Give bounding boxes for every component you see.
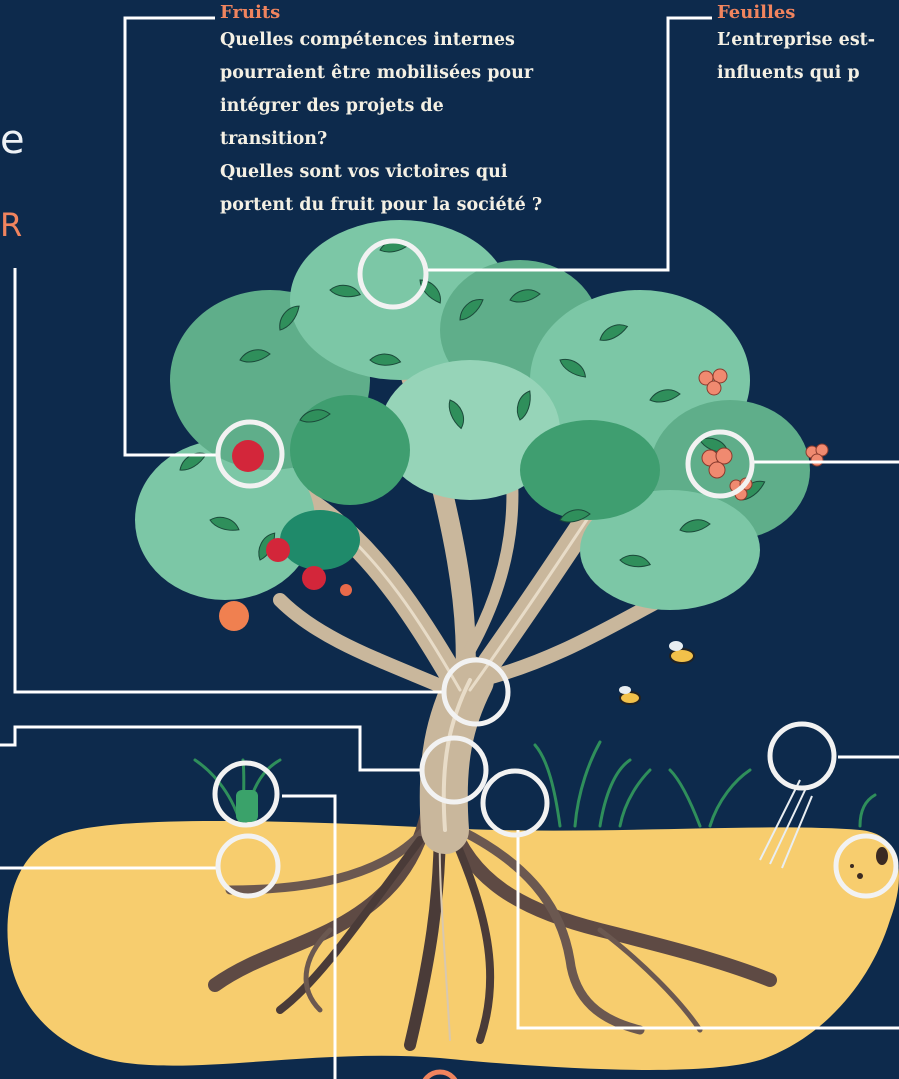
- circle-trunk: [441, 657, 511, 727]
- circle-flowers: [685, 429, 755, 499]
- roots: [208, 793, 777, 1051]
- circle-bark: [419, 735, 489, 805]
- callout-fruits: Fruits Quelles compétences internes pour…: [220, 2, 660, 222]
- callout-fruits-line: Quelles compétences internes: [220, 30, 515, 50]
- callout-fruits-line: pourraient être mobilisées pour: [220, 63, 534, 83]
- callout-fruits-line: portent du fruit pour la société ?: [220, 195, 543, 215]
- circle-roots: [215, 833, 281, 899]
- rain-icon: [759, 779, 813, 869]
- callout-fruits-line: Quelles sont vos victoires qui: [220, 162, 508, 182]
- connector-trunk-low: [0, 725, 420, 772]
- callout-feuilles-line: influents qui p: [717, 63, 860, 83]
- connector-root-right: [516, 830, 899, 1030]
- circle-seed: [833, 833, 899, 899]
- callout-feuilles-line: L’entreprise est-: [717, 30, 876, 50]
- circle-root-collar: [480, 768, 550, 838]
- callout-fruits-title: Fruits: [220, 2, 281, 23]
- apple-icon: [219, 440, 352, 631]
- callout-fruits-line: intégrer des projets de: [220, 96, 444, 116]
- callout-fruits-line: transition?: [220, 129, 328, 149]
- callout-feuilles-title: Feuilles: [717, 2, 796, 23]
- seedling: [236, 790, 258, 822]
- bee-icon: [619, 641, 695, 705]
- callout-feuilles: Feuilles L’entreprise est- influents qui…: [717, 2, 899, 90]
- grass-icon: [193, 740, 877, 828]
- edge-subheading-letter: R: [0, 206, 23, 244]
- highlight-circles: [212, 238, 899, 1079]
- connector-seedling: [282, 794, 337, 1079]
- circle-leaves: [357, 238, 429, 310]
- connector-feuilles: [428, 16, 712, 272]
- edge-heading-letter: e: [0, 117, 25, 163]
- circle-rain: [767, 721, 837, 791]
- seed-icon: [842, 842, 890, 890]
- callout-fruits-body: Quelles compétences internes pourraient …: [220, 24, 660, 222]
- callout-feuilles-body: L’entreprise est- influents qui p: [717, 24, 899, 90]
- connector-fruits: [123, 16, 218, 457]
- circle-bottom: [422, 1069, 458, 1079]
- circle-fruit: [215, 419, 285, 489]
- circle-seedling: [212, 760, 280, 828]
- soil-ground: [7, 820, 899, 1070]
- connector-trunk: [13, 268, 446, 694]
- connector-lines: [0, 16, 899, 1079]
- canopy: [135, 220, 810, 610]
